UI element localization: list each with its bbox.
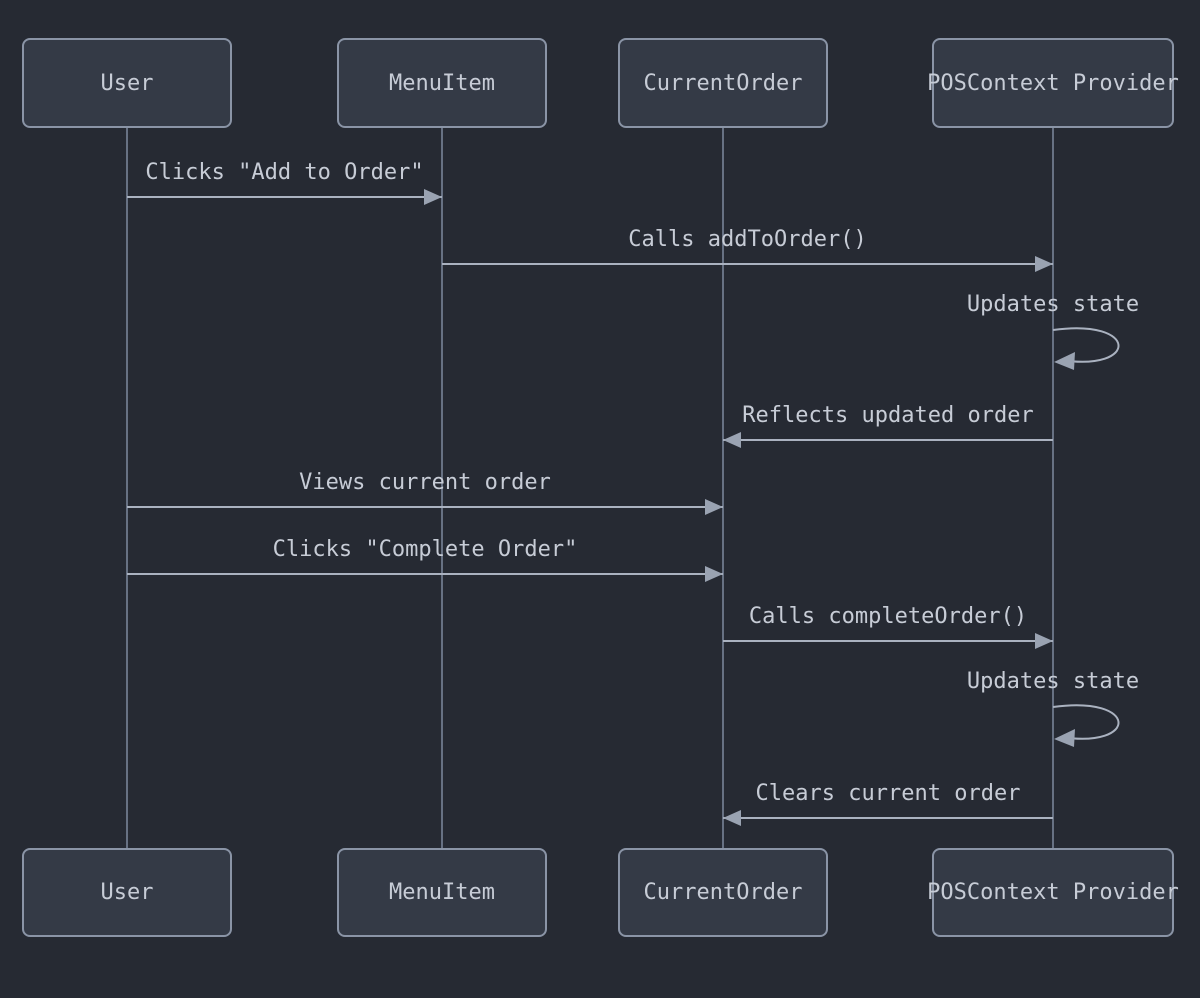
- message-label: Calls addToOrder(): [628, 227, 867, 252]
- actor-label: POSContext Provider: [927, 70, 1179, 96]
- actor-poscontext-top: POSContext Provider: [927, 38, 1179, 128]
- arrowhead-right-icon: [424, 189, 442, 205]
- arrowhead-right-icon: [1035, 256, 1053, 272]
- arrowhead-right-icon: [1035, 633, 1053, 649]
- actor-user-bottom: User: [22, 848, 232, 937]
- actor-user-top: User: [22, 38, 232, 128]
- message-line: [127, 506, 723, 508]
- actor-menuitem-bottom: MenuItem: [337, 848, 547, 937]
- message-label: Views current order: [299, 470, 551, 495]
- message-label: Reflects updated order: [742, 403, 1034, 428]
- lifeline-user: [126, 128, 128, 848]
- lifeline-menuitem: [441, 128, 443, 848]
- actor-poscontext-bottom: POSContext Provider: [927, 848, 1179, 937]
- self-loop-arrow-icon: [1052, 327, 1120, 370]
- actor-label: User: [100, 70, 154, 96]
- arrowhead-left-icon: [723, 432, 741, 448]
- actor-label: POSContext Provider: [927, 880, 1179, 905]
- message-label: Clears current order: [755, 781, 1021, 806]
- message-label: Clicks "Complete Order": [272, 537, 578, 562]
- message-line: [127, 573, 723, 575]
- message-line: [127, 196, 442, 198]
- lifeline-poscontext: [1052, 128, 1054, 848]
- arrowhead-right-icon: [705, 566, 723, 582]
- actor-label: CurrentOrder: [643, 70, 803, 96]
- lifeline-currentorder: [722, 128, 724, 848]
- arrowhead-right-icon: [705, 499, 723, 515]
- message-line: [723, 640, 1053, 642]
- message-line: [442, 263, 1053, 265]
- actor-label: CurrentOrder: [643, 880, 803, 905]
- actor-label: User: [100, 880, 154, 905]
- message-label: Clicks "Add to Order": [145, 160, 424, 185]
- message-line: [723, 817, 1053, 819]
- self-loop-arrow-icon: [1052, 704, 1120, 747]
- message-label: Updates state: [966, 292, 1140, 317]
- actor-menuitem-top: MenuItem: [337, 38, 547, 128]
- message-label: Updates state: [966, 669, 1140, 694]
- arrowhead-left-icon: [723, 810, 741, 826]
- message-line: [723, 439, 1053, 441]
- message-label: Calls completeOrder(): [748, 604, 1028, 629]
- actor-label: MenuItem: [389, 70, 495, 96]
- actor-currentorder-top: CurrentOrder: [618, 38, 828, 128]
- actor-currentorder-bottom: CurrentOrder: [618, 848, 828, 937]
- actor-label: MenuItem: [389, 880, 495, 905]
